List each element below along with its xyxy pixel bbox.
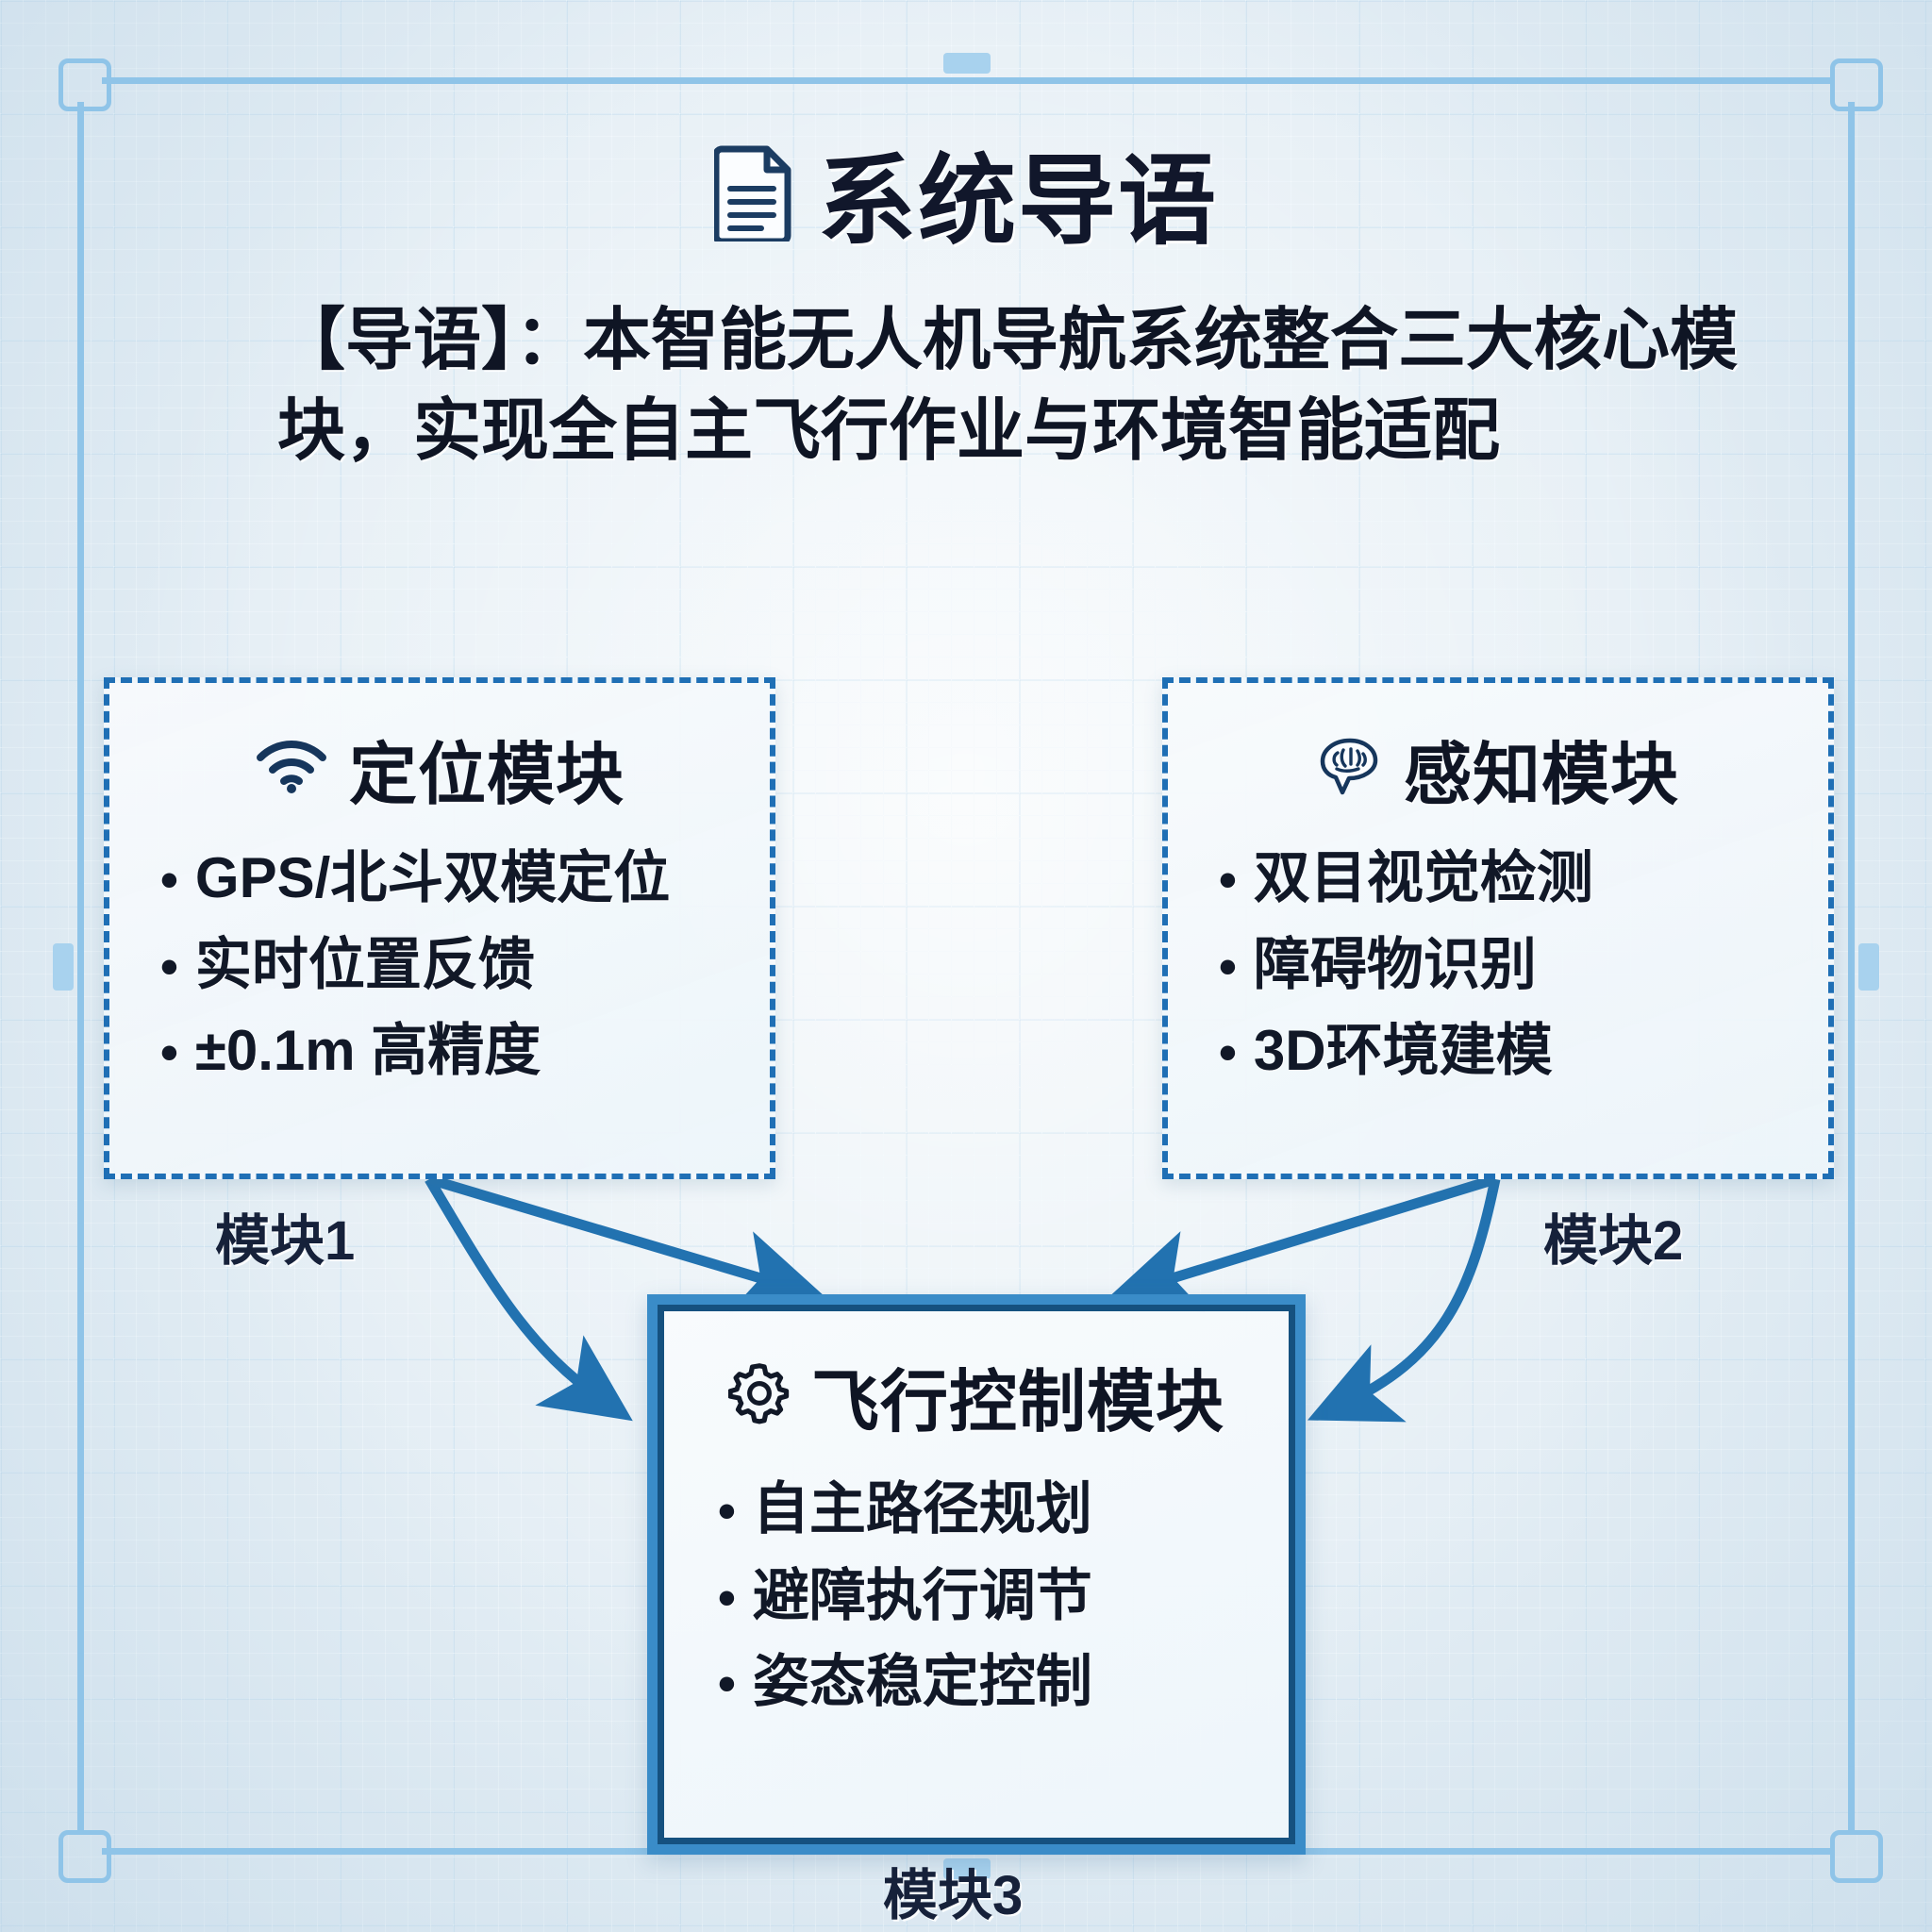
edge-tick-bottom — [943, 1858, 991, 1879]
brain-icon — [1317, 736, 1383, 801]
list-item: • 自主路径规划 — [718, 1474, 1295, 1545]
list-item: • ±0.1m 高精度 — [160, 1015, 770, 1087]
registration-mark-top-right — [1830, 58, 1883, 111]
bullet-marker: • — [1219, 938, 1237, 995]
edge-tick-top — [943, 53, 991, 74]
list-item-label: ±0.1m 高精度 — [194, 1019, 541, 1083]
intro-paragraph: 【导语】：本智能无人机导航系统整合三大核心模块，实现全自主飞行作业与环境智能适配 — [277, 303, 1739, 470]
list-item-label: 双目视觉检测 — [1253, 846, 1593, 909]
module-header: 定位模块 — [109, 719, 770, 818]
gear-icon — [727, 1362, 791, 1429]
document-icon — [712, 143, 793, 244]
list-item: • 双目视觉检测 — [1219, 842, 1828, 914]
list-item: • 姿态稳定控制 — [718, 1646, 1295, 1718]
bullet-marker: • — [718, 1483, 736, 1540]
list-item: • 实时位置反馈 — [160, 929, 770, 1001]
bullet-marker: • — [160, 938, 178, 995]
list-item-label: 自主路径规划 — [752, 1477, 1092, 1541]
edge-tick-left — [53, 943, 74, 991]
page-header: 系统导语 【导语】：本智能无人机导航系统整合三大核心模块，实现全自主飞行作业与环… — [0, 121, 1932, 477]
wifi-icon — [255, 739, 328, 798]
module-caption-3: 模块3 — [883, 1865, 1024, 1926]
module-title: 飞行控制模块 — [810, 1365, 1224, 1441]
module-header: 感知模块 — [1168, 719, 1828, 818]
bullet-marker: • — [1219, 1024, 1237, 1082]
registration-line-top — [102, 77, 1830, 84]
bullet-marker: • — [1219, 852, 1237, 908]
list-item: • 避障执行调节 — [718, 1560, 1295, 1632]
page-title: 系统导语 — [817, 147, 1218, 257]
list-item: • 3D环境建模 — [1219, 1015, 1828, 1087]
bullet-marker: • — [160, 1024, 178, 1082]
edge-tick-right — [1858, 943, 1879, 991]
card-inner-border — [658, 1305, 1295, 1844]
list-item: • 障碍物识别 — [1219, 929, 1828, 1001]
bullet-marker: • — [718, 1569, 736, 1626]
bullet-marker: • — [160, 852, 178, 908]
module-title: 定位模块 — [348, 738, 625, 813]
list-item-label: 避障执行调节 — [752, 1563, 1092, 1627]
module-bullet-list: • 双目视觉检测 • 障碍物识别 • 3D环境建模 — [1168, 842, 1828, 1087]
module-bullet-list: • GPS/北斗双模定位 • 实时位置反馈 • ±0.1m 高精度 — [109, 842, 770, 1087]
module-title: 感知模块 — [1403, 738, 1679, 813]
module-header: 飞行控制模块 — [658, 1346, 1295, 1445]
module-bullet-list: • 自主路径规划 • 避障执行调节 • 姿态稳定控制 — [658, 1474, 1295, 1718]
module-caption-1: 模块1 — [215, 1210, 356, 1272]
registration-line-left — [77, 102, 84, 1830]
module-card-flight-control[interactable]: 飞行控制模块 • 自主路径规划 • 避障执行调节 • 姿态稳定控制 — [647, 1294, 1306, 1855]
list-item: • GPS/北斗双模定位 — [160, 842, 770, 914]
list-item-label: 障碍物识别 — [1253, 932, 1537, 996]
registration-line-right — [1848, 102, 1855, 1830]
module-card-positioning[interactable]: 定位模块 • GPS/北斗双模定位 • 实时位置反馈 • ±0.1m 高精度 — [104, 677, 775, 1179]
module-card-perception[interactable]: 感知模块 • 双目视觉检测 • 障碍物识别 • 3D环境建模 — [1162, 677, 1834, 1179]
list-item-label: 实时位置反馈 — [194, 932, 535, 996]
module-caption-2: 模块2 — [1543, 1210, 1684, 1272]
card-content: 飞行控制模块 • 自主路径规划 • 避障执行调节 • 姿态稳定控制 — [658, 1346, 1295, 1718]
bullet-marker: • — [718, 1656, 736, 1713]
list-item-label: 3D环境建模 — [1253, 1019, 1553, 1083]
list-item-label: 姿态稳定控制 — [752, 1650, 1092, 1714]
registration-mark-top-left — [58, 58, 111, 111]
registration-mark-bottom-left — [58, 1830, 111, 1883]
registration-mark-bottom-right — [1830, 1830, 1883, 1883]
list-item-label: GPS/北斗双模定位 — [194, 846, 671, 909]
title-row: 系统导语 — [0, 121, 1932, 263]
